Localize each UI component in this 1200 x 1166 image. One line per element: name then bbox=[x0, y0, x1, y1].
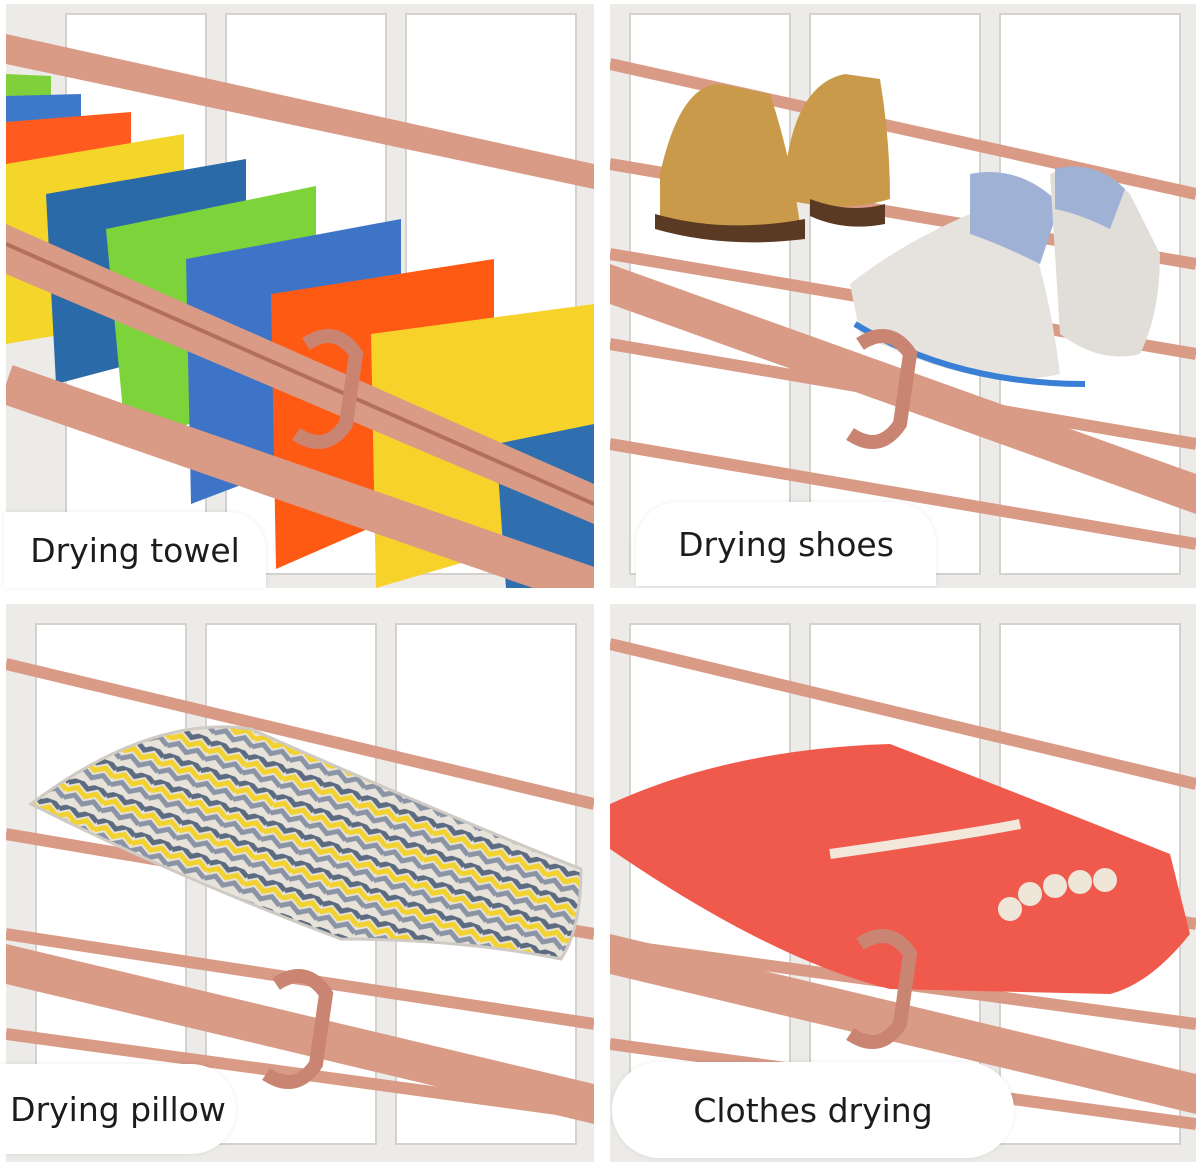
caption-drying-pillow: Drying pillow bbox=[0, 1064, 236, 1154]
shoes-drying-illustration bbox=[610, 4, 1196, 588]
towel-drying-illustration bbox=[6, 4, 594, 588]
caption-drying-towel: Drying towel bbox=[4, 512, 266, 588]
caption-clothes-drying: Clothes drying bbox=[612, 1062, 1014, 1158]
towel-drying-photo bbox=[6, 4, 594, 588]
shoes-drying-photo bbox=[610, 4, 1196, 588]
caption-drying-shoes: Drying shoes bbox=[636, 502, 936, 586]
